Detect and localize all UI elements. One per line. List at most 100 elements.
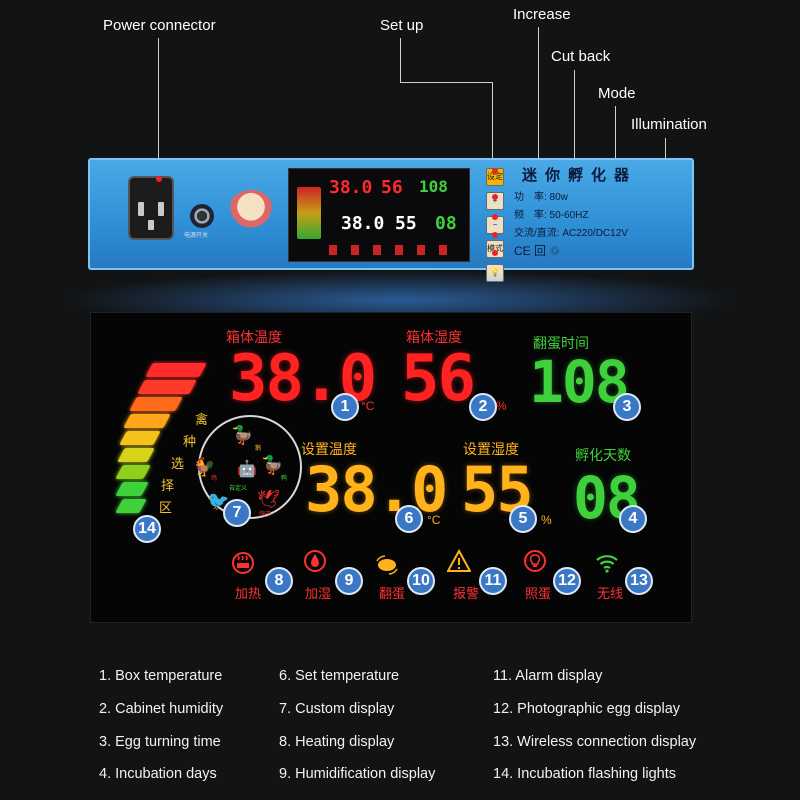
bird-label-pigeon: 鸽子 xyxy=(259,512,272,518)
callout-power-connector: Power connector xyxy=(103,17,216,34)
pigeon-icon: 🕊 xyxy=(257,489,280,509)
badge-11: 11 xyxy=(479,567,507,595)
power-switch-knob[interactable] xyxy=(190,204,214,228)
badge-10: 10 xyxy=(407,567,435,595)
legend-item-3: 3. Egg turning time xyxy=(99,734,221,750)
bird-label-custom: 自定义 xyxy=(229,486,248,492)
days-label: 孵化天数 xyxy=(575,447,631,463)
badge-3: 3 xyxy=(613,393,641,421)
turn-time-value: 108 xyxy=(529,348,630,416)
badge-4: 4 xyxy=(619,505,647,533)
mini-temp: 38.0 xyxy=(329,177,373,198)
product-title: 迷你孵化器 xyxy=(522,167,638,184)
alarm-icon xyxy=(447,549,471,572)
spec-plate: 迷你孵化器 功 率: 80w 频 率: 50-60HZ 交流/直流: AC220… xyxy=(514,164,690,259)
callout-illumination: Illumination xyxy=(631,116,707,133)
badge-1: 1 xyxy=(331,393,359,421)
species-char-3: 选 xyxy=(171,456,185,471)
callout-cut-back: Cut back xyxy=(551,48,611,65)
legend-item-12: 12. Photographic egg display xyxy=(493,701,681,717)
callout-set-up: Set up xyxy=(380,17,424,34)
callout-increase: Increase xyxy=(513,6,571,23)
box-temp-label: 箱体温度 xyxy=(226,329,282,345)
set-hum-label: 设置湿度 xyxy=(463,441,519,457)
light-bar xyxy=(137,380,197,394)
egg-turning-icon xyxy=(376,555,398,575)
set-temp-label: 设置温度 xyxy=(301,441,357,457)
cert-marks: CE 回 ♲ xyxy=(514,244,561,258)
species-char-2: 种 xyxy=(183,434,197,449)
incubator-panel: 电源开关 38.0 56 108 38.0 55 08 设定 + − 模式 💡 … xyxy=(88,158,694,282)
power-socket[interactable] xyxy=(128,176,174,240)
heating-icon xyxy=(232,552,254,574)
bird-label-duck: 鸭 xyxy=(281,476,288,482)
light-bar xyxy=(119,431,161,445)
light-bar xyxy=(117,448,155,462)
light-bar xyxy=(115,482,149,496)
custom-icon: 🤖 xyxy=(237,461,257,478)
humidify-label: 加湿 xyxy=(305,586,332,601)
badge-6: 6 xyxy=(395,505,423,533)
egg-light-icon xyxy=(524,550,546,572)
badge-2: 2 xyxy=(469,393,497,421)
light-bar xyxy=(123,414,171,428)
species-char-1: 禽 xyxy=(195,412,209,427)
heating-label: 加热 xyxy=(235,586,262,601)
goose-icon: 🦆 xyxy=(231,425,254,445)
duck-icon: 🦆 xyxy=(261,455,284,475)
legend-item-14: 14. Incubation flashing lights xyxy=(493,766,676,782)
badge-9: 9 xyxy=(335,567,363,595)
legend-item-4: 4. Incubation days xyxy=(99,766,217,782)
badge-12: 12 xyxy=(553,567,581,595)
mini-display: 38.0 56 108 38.0 55 08 xyxy=(288,168,470,262)
legend-item-2: 2. Cabinet humidity xyxy=(99,701,224,717)
badge-5: 5 xyxy=(509,505,537,533)
mini-turn: 108 xyxy=(419,177,448,196)
legend-item-6: 6. Set temperature xyxy=(279,668,400,684)
species-char-5: 区 xyxy=(159,500,173,515)
badge-14: 14 xyxy=(133,515,161,543)
legend-item-11: 11. Alarm display xyxy=(493,668,603,684)
egg-light-label: 照蛋 xyxy=(525,586,552,601)
wireless-label: 无线 xyxy=(597,586,624,601)
set-temp-unit: °C xyxy=(427,513,441,527)
set-temp-value: 38.0 xyxy=(305,453,448,526)
callout-mode: Mode xyxy=(598,85,636,102)
light-bar xyxy=(145,363,207,377)
mascot-logo xyxy=(228,190,274,232)
light-bar xyxy=(115,499,147,513)
box-hum-value: 56 xyxy=(401,342,476,416)
set-hum-unit: % xyxy=(541,513,552,527)
egg-turning-label: 翻蛋 xyxy=(379,586,406,601)
badge-13: 13 xyxy=(625,567,653,595)
mini-status-icons xyxy=(329,245,461,255)
mini-hum: 56 xyxy=(381,177,403,198)
mini-bars xyxy=(297,187,321,239)
increase-button[interactable]: + xyxy=(486,192,504,210)
bird-label-goose: 鹅 xyxy=(255,446,262,452)
legend-item-13: 13. Wireless connection display xyxy=(493,734,697,750)
badge-8: 8 xyxy=(265,567,293,595)
power-switch-label: 电源开关 xyxy=(184,233,209,239)
light-bar xyxy=(115,465,151,479)
bird-label-chicken: 鸡 xyxy=(211,476,218,482)
light-bar xyxy=(129,397,183,411)
box-temp-unit: °C xyxy=(361,399,375,413)
wifi-icon xyxy=(596,555,618,573)
mini-days: 08 xyxy=(435,213,457,234)
legend-item-1: 1. Box temperature xyxy=(99,668,223,684)
humidify-icon xyxy=(304,550,326,572)
chicken-icon: 🐓 xyxy=(193,457,216,477)
box-hum-unit: % xyxy=(496,399,507,413)
lcd-display: 箱体温度 38.0 °C 1 箱体湿度 56 % 2 翻蛋时间 108 3 设置… xyxy=(90,312,692,623)
species-char-4: 择 xyxy=(161,478,175,493)
legend-item-9: 9. Humidification display xyxy=(279,766,436,782)
legend-item-8: 8. Heating display xyxy=(279,734,395,750)
spec-power: 功 率: 80w xyxy=(514,192,568,203)
spec-voltage: 交流/直流: AC220/DC12V xyxy=(514,228,628,239)
legend-item-7: 7. Custom display xyxy=(279,701,395,717)
spec-frequency: 频 率: 50-60HZ xyxy=(514,210,589,221)
mini-set-temp: 38.0 xyxy=(341,213,385,234)
mode-button[interactable]: 模式 xyxy=(486,240,504,258)
box-hum-label: 箱体湿度 xyxy=(406,329,462,345)
